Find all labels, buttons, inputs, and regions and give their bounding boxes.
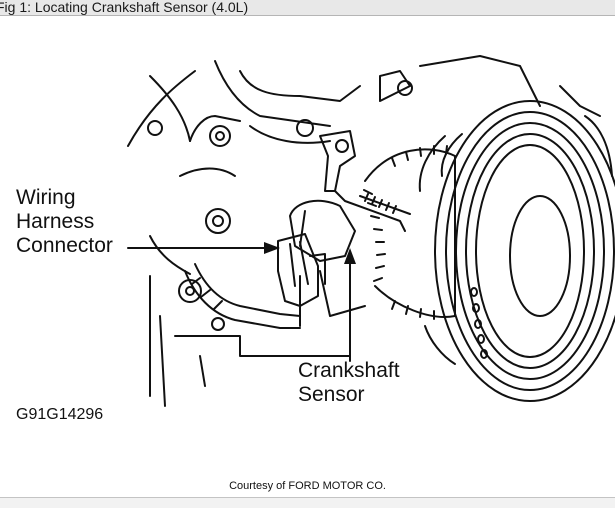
harness-connector-plug <box>277 233 326 307</box>
sensor-arrowhead <box>344 248 356 264</box>
crankshaft-pulley <box>418 100 615 402</box>
sensor-label-line2: Sensor <box>298 383 365 406</box>
harness-label-line1: Wiring <box>16 186 76 209</box>
mounting-bolts <box>147 80 413 331</box>
timing-gear <box>363 145 456 320</box>
harness-arrowhead <box>264 242 280 254</box>
wiring-harness-cable <box>184 263 301 329</box>
crankshaft-sensor-body <box>289 199 356 262</box>
harness-label-line2: Harness <box>16 210 95 233</box>
engine-line-drawing <box>127 55 615 407</box>
figure-title: Fig 1: Locating Crankshaft Sensor (4.0L) <box>0 0 249 15</box>
pulley-holes <box>470 287 488 359</box>
bottom-divider <box>0 497 615 508</box>
harness-label-line3: Connector <box>16 234 113 257</box>
engine-illustration: Wiring Harness Connector Crankshaft Sens… <box>0 16 615 486</box>
figure-title-bar: Fig 1: Locating Crankshaft Sensor (4.0L) <box>0 0 615 16</box>
sensor-bracket <box>319 130 411 232</box>
figure-credit: Courtesy of FORD MOTOR CO. <box>229 480 386 492</box>
sensor-label-line1: Crankshaft <box>298 359 400 382</box>
reference-code: G91G14296 <box>16 406 104 423</box>
leader-lines <box>127 247 351 362</box>
engine-block <box>127 60 366 407</box>
engine-bracket <box>239 55 613 177</box>
